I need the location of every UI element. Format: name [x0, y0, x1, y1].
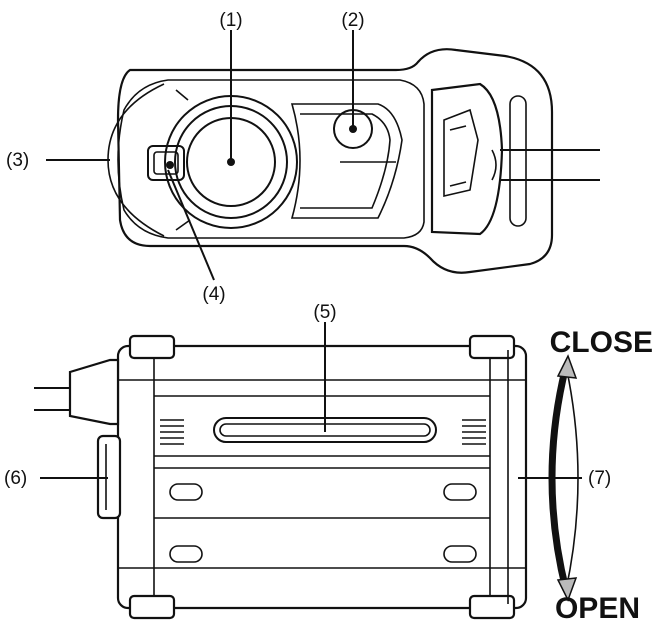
corner-tab-tl	[128, 334, 176, 360]
light-block	[147, 145, 185, 181]
mount-hole-2	[443, 483, 477, 501]
mount-hole-4	[443, 545, 477, 563]
corner-tab-br	[468, 594, 516, 620]
grip-right	[462, 419, 486, 445]
light-dot	[166, 161, 174, 169]
callout-6: (6)	[4, 468, 27, 489]
cable-clamp-detail	[443, 108, 479, 198]
arrow-up-icon	[556, 354, 578, 379]
sensor-dot	[349, 125, 357, 133]
callout-4: (4)	[202, 284, 225, 305]
strap-slot	[509, 95, 527, 227]
lens-center-dot	[227, 158, 235, 166]
cable-gland	[491, 149, 497, 181]
front-leaders	[46, 30, 354, 281]
front-view	[107, 48, 600, 274]
mount-hole-1	[169, 483, 203, 501]
corner-tab-bl	[128, 594, 176, 620]
rotation-arrow	[548, 354, 579, 602]
callout-5: (5)	[313, 302, 336, 323]
rotation-arc	[548, 365, 570, 591]
close-label: CLOSE	[550, 326, 653, 359]
cable-clamp	[430, 82, 504, 236]
front-housing-inner	[117, 79, 425, 239]
rotation-arc-back	[565, 365, 579, 591]
callout-3: (3)	[6, 150, 29, 171]
open-label: OPEN	[555, 592, 640, 623]
light-block-inner	[153, 151, 179, 175]
callout-2: (2)	[341, 10, 364, 31]
leader-4	[167, 169, 215, 281]
sensor-housing	[290, 103, 403, 219]
mount-hole-3	[169, 545, 203, 563]
clamp-rib-1	[449, 125, 467, 131]
arrow-down-icon	[556, 577, 578, 602]
callout-1: (1)	[219, 10, 242, 31]
lens-hood-right	[175, 89, 191, 231]
side-cable-gland	[68, 358, 120, 426]
callout-7: (7)	[588, 468, 611, 489]
corner-tab-tr	[468, 334, 516, 360]
sensor-housing-inner	[300, 113, 391, 209]
clamp-rib-2	[449, 181, 467, 187]
grip-left	[160, 419, 184, 445]
